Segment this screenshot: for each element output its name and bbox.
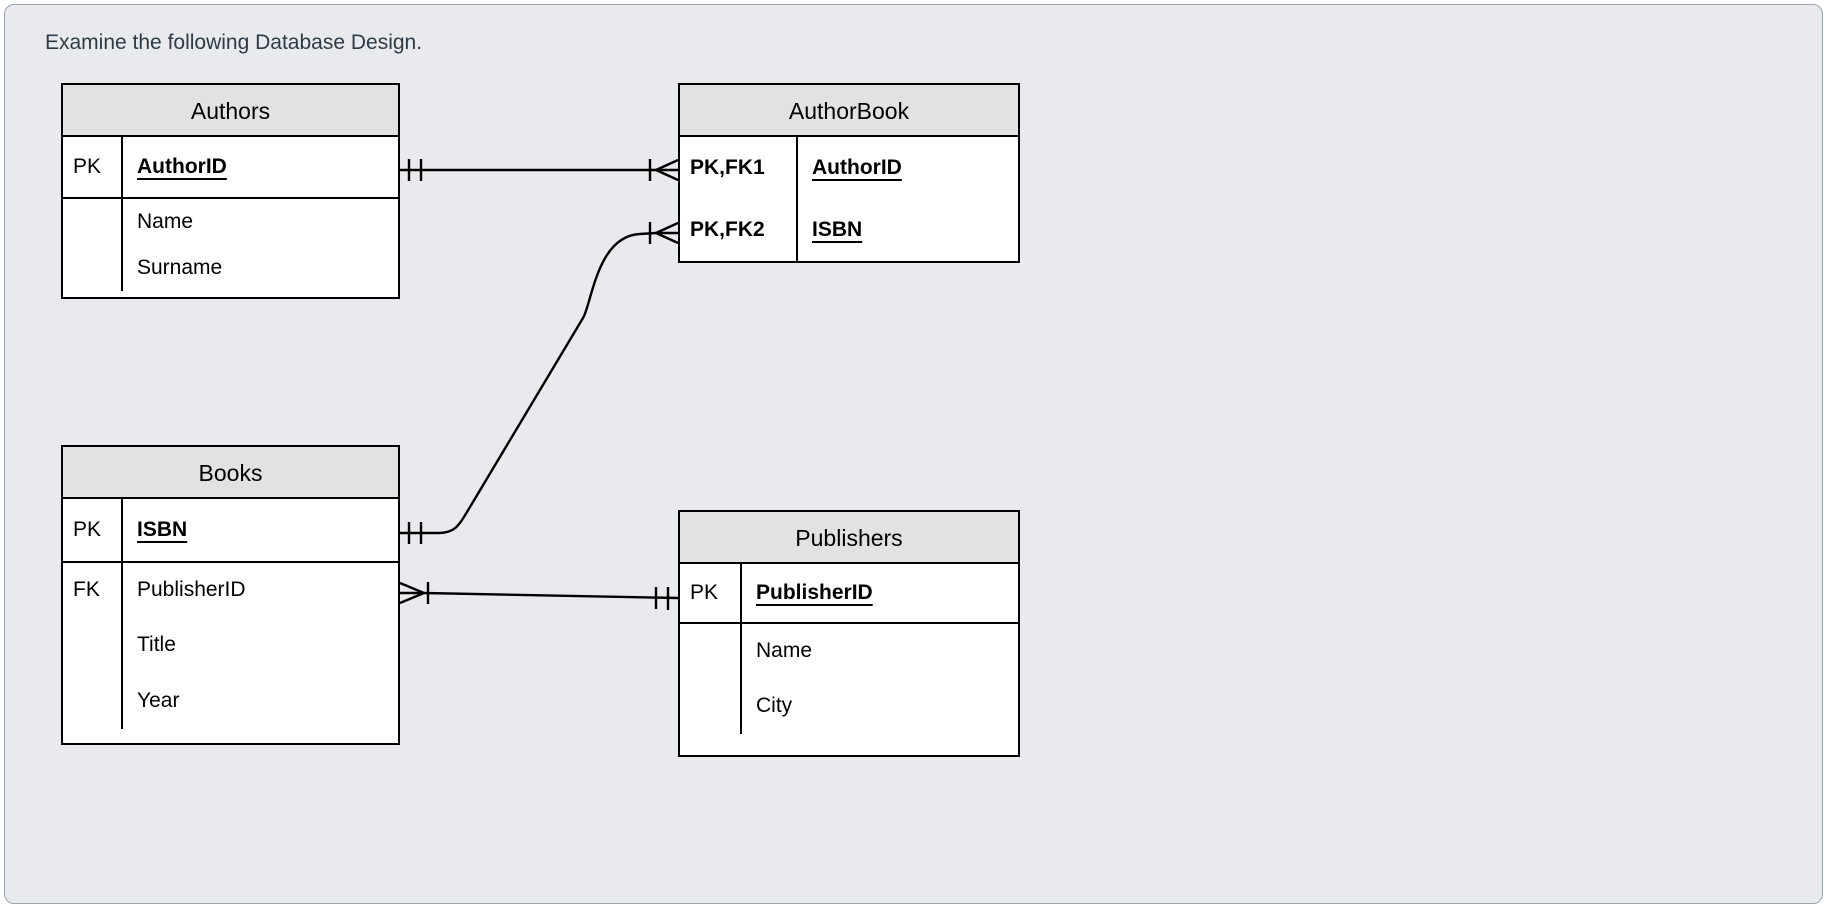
field-publisherid: PublisherID xyxy=(756,581,873,604)
entity-books-title: Books xyxy=(63,447,398,499)
field-isbn: ISBN xyxy=(812,218,863,241)
question-instruction: Examine the following Database Design. xyxy=(45,31,423,54)
entity-publishers-pk-section: PK PublisherID xyxy=(680,564,1018,622)
key-label xyxy=(680,624,742,678)
key-label xyxy=(680,678,742,734)
entity-publishers: Publishers PK PublisherID Name City xyxy=(678,510,1020,757)
entity-books: Books PK ISBN FK PublisherID Title Year xyxy=(61,445,400,745)
entity-authors-pk-section: PK AuthorID xyxy=(63,137,398,197)
entity-authorbook-pk-section: PK,FK1 AuthorID PK,FK2 ISBN xyxy=(680,137,1018,261)
entity-books-attr-section: FK PublisherID Title Year xyxy=(63,561,398,743)
key-label-pkfk1: PK,FK1 xyxy=(680,137,798,199)
field-publisherid: PublisherID xyxy=(137,578,246,601)
key-label: PK xyxy=(63,137,123,197)
key-label: PK xyxy=(680,564,742,622)
entity-publishers-title: Publishers xyxy=(680,512,1018,564)
field-authorid: AuthorID xyxy=(812,156,902,179)
field-surname: Surname xyxy=(137,256,223,279)
field-name: Name xyxy=(137,210,194,233)
field-title: Title xyxy=(137,633,176,656)
key-label-pkfk2: PK,FK2 xyxy=(680,199,798,261)
key-label-fk: FK xyxy=(63,563,123,617)
key-label xyxy=(63,245,123,291)
key-label xyxy=(63,199,123,245)
entity-authors: Authors PK AuthorID Name Surname xyxy=(61,83,400,299)
key-label xyxy=(63,617,123,673)
entity-publishers-attr-section: Name City xyxy=(680,622,1018,755)
entity-authors-title: Authors xyxy=(63,85,398,137)
key-label: PK xyxy=(63,499,123,561)
field-city: City xyxy=(756,694,793,717)
entity-authorbook-title: AuthorBook xyxy=(680,85,1018,137)
field-authorid: AuthorID xyxy=(137,155,227,178)
entity-authors-attr-section: Name Surname xyxy=(63,197,398,297)
entity-books-pk-section: PK ISBN xyxy=(63,499,398,561)
entity-authorbook: AuthorBook PK,FK1 AuthorID PK,FK2 ISBN xyxy=(678,83,1020,263)
key-label xyxy=(63,673,123,729)
field-year: Year xyxy=(137,689,180,712)
field-name: Name xyxy=(756,639,813,662)
field-isbn: ISBN xyxy=(137,518,188,541)
